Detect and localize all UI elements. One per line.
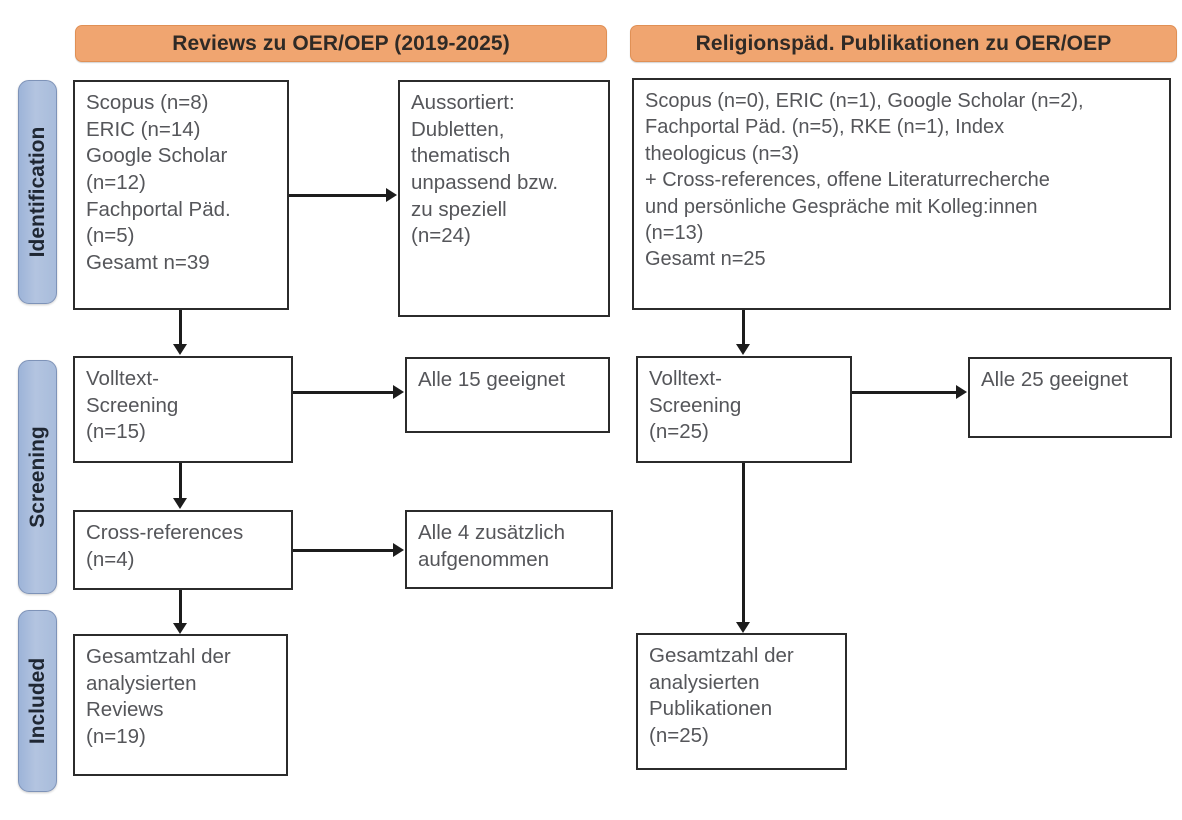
column-header-publications-label: Religionspäd. Publikationen zu OER/OEP xyxy=(695,31,1112,55)
box-left-included-total: Gesamtzahl der analysierten Reviews (n=1… xyxy=(73,634,288,776)
column-header-publications: Religionspäd. Publikationen zu OER/OEP xyxy=(630,25,1177,62)
connector-right-sources-to-screening xyxy=(742,310,745,344)
column-header-reviews: Reviews zu OER/OEP (2019-2025) xyxy=(75,25,607,62)
arrowhead-right-screening-to-included xyxy=(736,622,750,633)
arrowhead-left-sources-to-excluded xyxy=(386,188,397,202)
box-right-fulltext-screening: Volltext- Screening (n=25) xyxy=(636,356,852,463)
box-left-cross-references: Cross-references (n=4) xyxy=(73,510,293,590)
stage-badge-included: Included xyxy=(18,610,57,792)
arrowhead-left-crossrefs-to-result xyxy=(393,543,404,557)
column-header-reviews-label: Reviews zu OER/OEP (2019-2025) xyxy=(172,31,510,55)
box-right-fulltext-result: Alle 25 geeignet xyxy=(968,357,1172,438)
box-left-fulltext-screening: Volltext- Screening (n=15) xyxy=(73,356,293,463)
stage-label-screening: Screening xyxy=(25,426,49,528)
stage-badge-screening: Screening xyxy=(18,360,57,594)
arrowhead-left-crossrefs-to-included xyxy=(173,623,187,634)
arrowhead-left-screening-to-crossrefs xyxy=(173,498,187,509)
stage-label-identification: Identification xyxy=(25,126,49,258)
box-left-excluded: Aussortiert: Dubletten, thematisch unpas… xyxy=(398,80,610,317)
box-right-included-total: Gesamtzahl der analysierten Publikatione… xyxy=(636,633,847,770)
connector-left-sources-to-screening xyxy=(179,310,182,344)
stage-badge-identification: Identification xyxy=(18,80,57,304)
stage-label-included: Included xyxy=(25,657,49,745)
arrowhead-right-sources-to-screening xyxy=(736,344,750,355)
connector-right-screening-to-result xyxy=(852,391,956,394)
connector-right-screening-to-included xyxy=(742,463,745,622)
arrowhead-left-sources-to-screening xyxy=(173,344,187,355)
connector-left-screening-to-crossrefs xyxy=(179,463,182,498)
connector-left-screening-to-result xyxy=(293,391,393,394)
connector-left-crossrefs-to-result xyxy=(293,549,393,552)
box-right-identification-sources: Scopus (n=0), ERIC (n=1), Google Scholar… xyxy=(632,78,1171,310)
arrowhead-left-screening-to-result xyxy=(393,385,404,399)
connector-left-crossrefs-to-included xyxy=(179,590,182,623)
arrowhead-right-screening-to-result xyxy=(956,385,967,399)
connector-left-sources-to-excluded xyxy=(289,194,386,197)
box-left-fulltext-result: Alle 15 geeignet xyxy=(405,357,610,433)
box-left-identification-sources: Scopus (n=8) ERIC (n=14) Google Scholar … xyxy=(73,80,289,310)
box-left-cross-references-result: Alle 4 zusätzlich aufgenommen xyxy=(405,510,613,589)
